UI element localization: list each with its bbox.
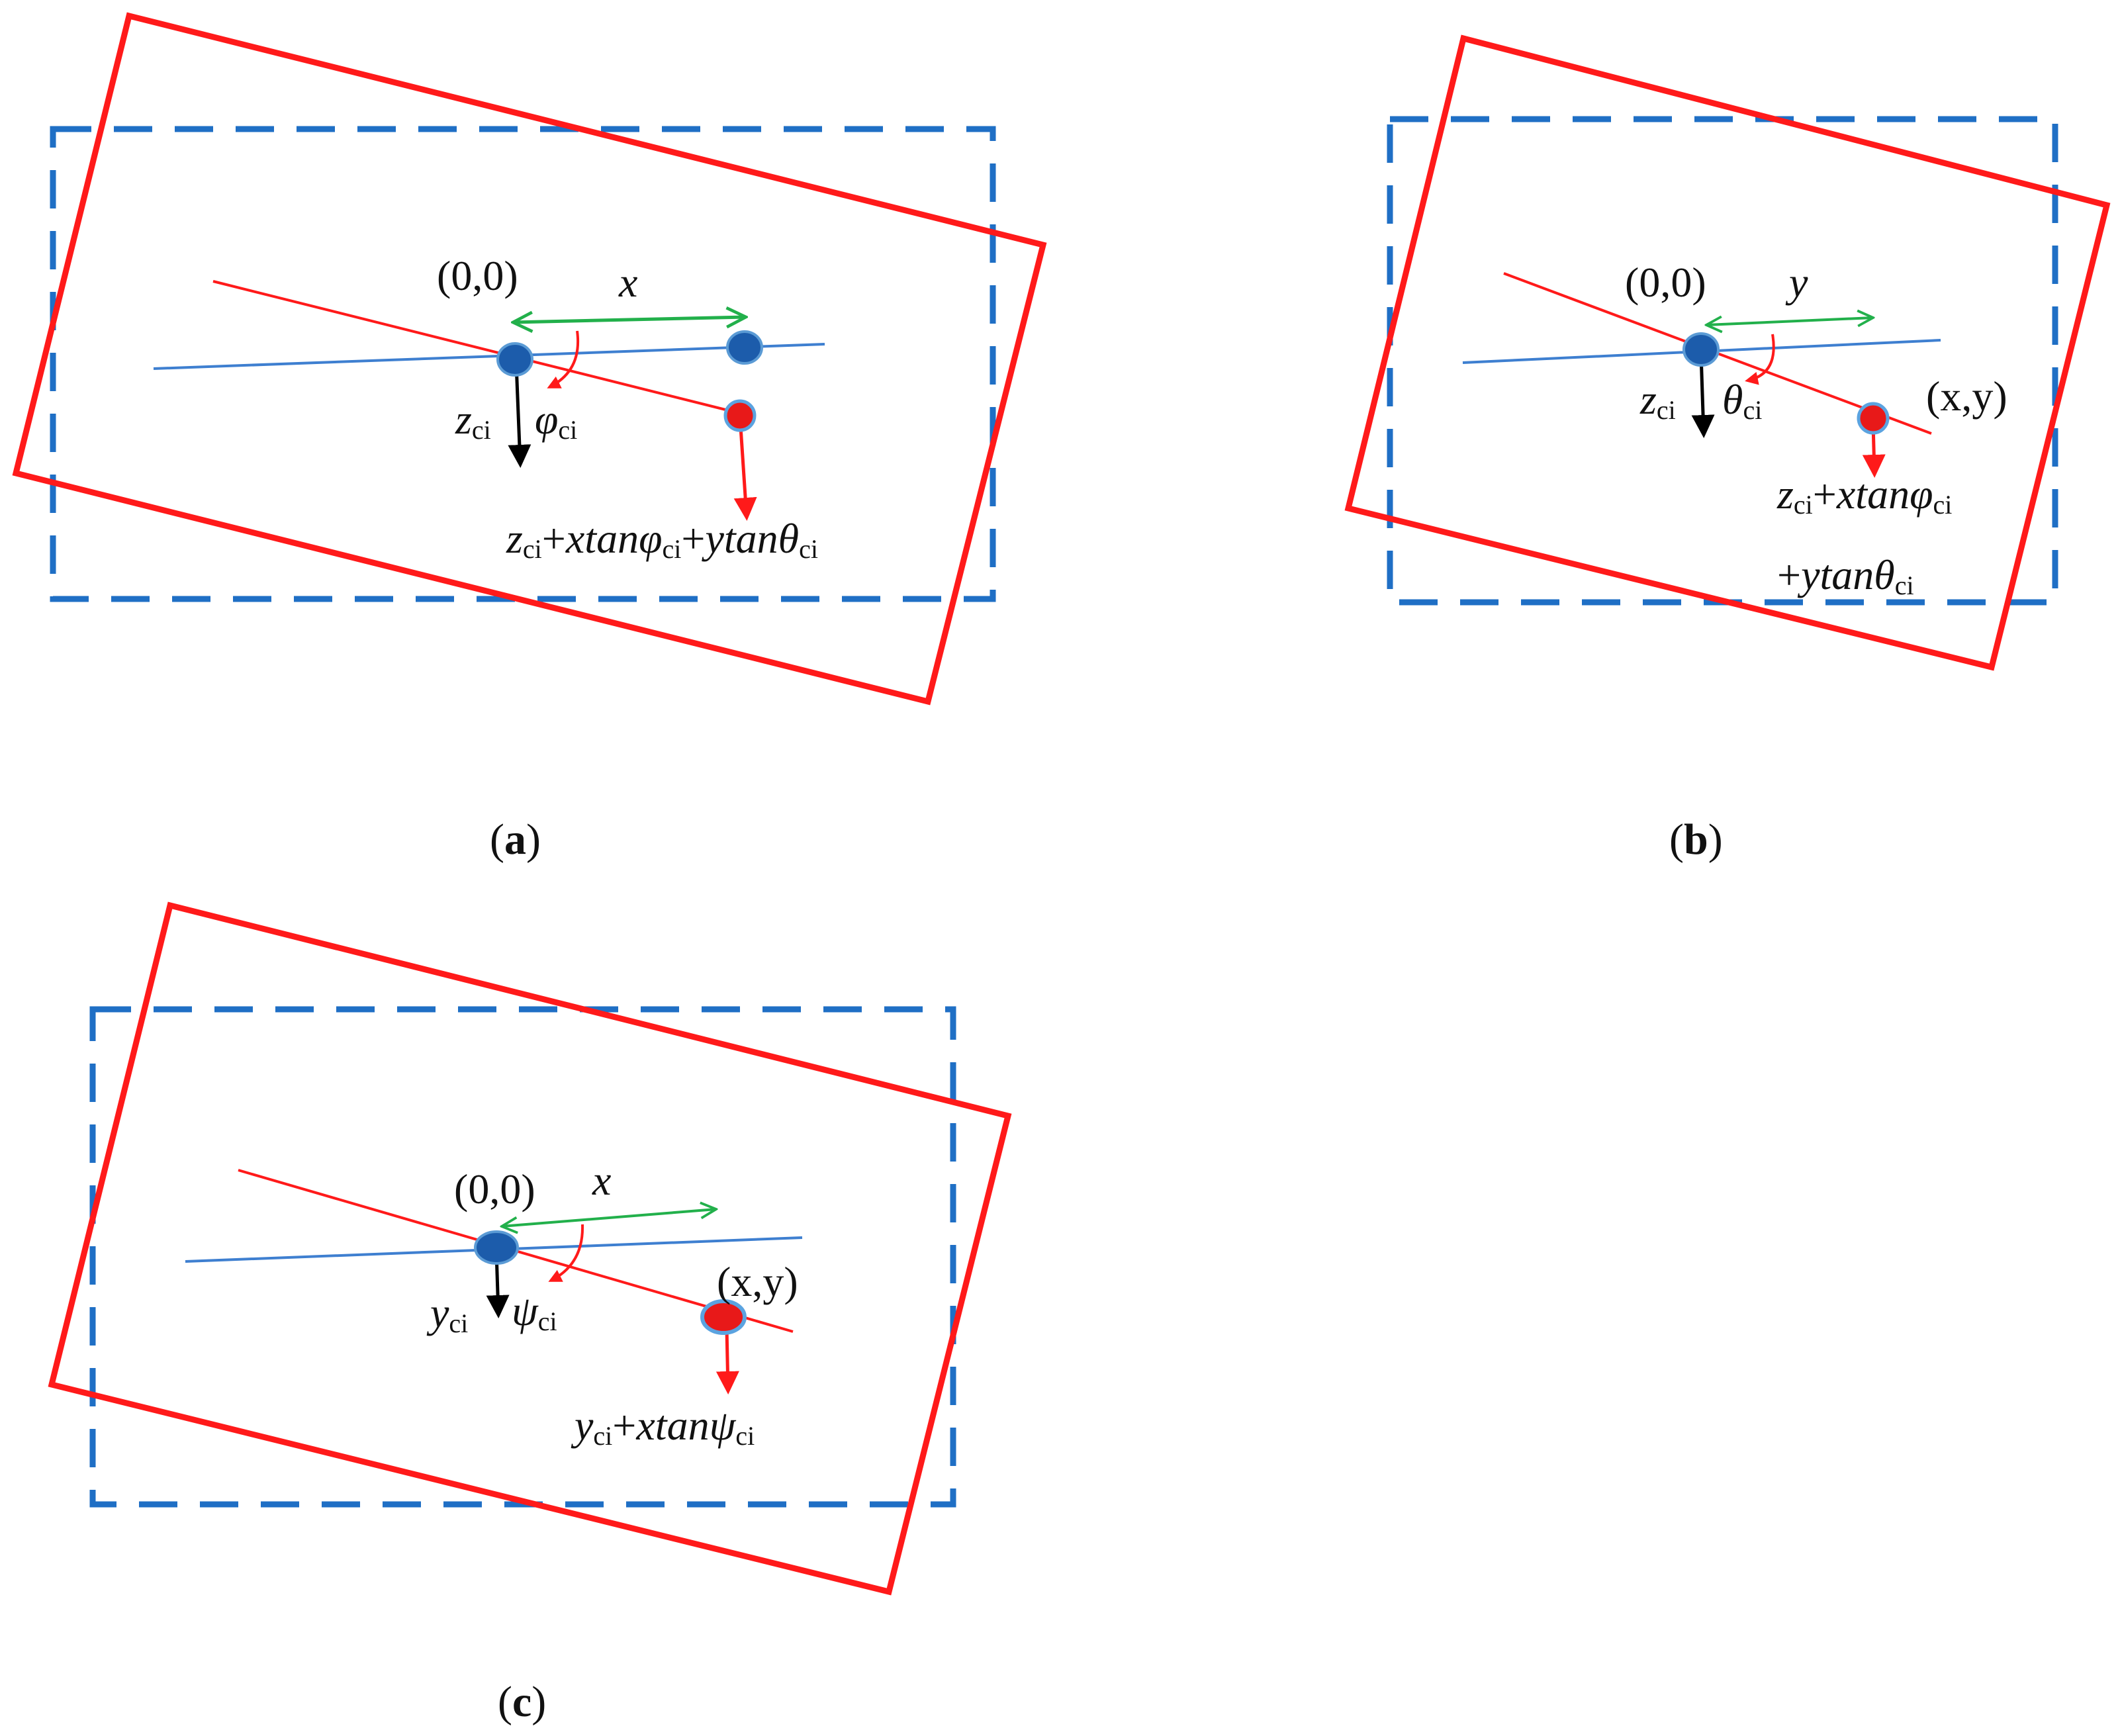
panel-c-rotated-frame bbox=[48, 901, 1012, 1596]
panel-c-origin-label: (0,0) bbox=[454, 1165, 535, 1212]
panel-c-point-label: (x,y) bbox=[717, 1258, 798, 1305]
panel-a-rotated-frame bbox=[12, 12, 1047, 706]
panel-c-caption: (c) bbox=[498, 1678, 546, 1726]
panel-a-angle-label: φci bbox=[535, 396, 577, 445]
panel-b-formula-line2: +ytanθci bbox=[1777, 551, 1914, 600]
panel-a-caption: (a) bbox=[490, 815, 541, 864]
panel-a: (0,0) x zci φci zci+xtanφci+ytanθci (a) bbox=[12, 12, 1047, 864]
panel-c-red-down-arrow bbox=[715, 1328, 739, 1394]
panel-c-x-distance-arrow bbox=[502, 1209, 716, 1226]
panel-b-origin-point bbox=[1682, 332, 1720, 367]
panel-b-y-distance-arrow bbox=[1706, 318, 1873, 325]
panel-a-origin-point bbox=[496, 342, 533, 377]
panel-c-y-label: yci bbox=[426, 1289, 468, 1338]
panel-a-x-label: x bbox=[618, 259, 637, 306]
panel-a-formula: zci+xtanφci+ytanθci bbox=[506, 515, 818, 564]
panel-a-red-point bbox=[723, 399, 757, 432]
panel-b: (0,0) y zci θci (x,y) zci+xtanφci +ytanθ… bbox=[1344, 34, 2111, 864]
panel-a-angle-arrow bbox=[547, 330, 579, 388]
panel-c-angle-label: ψci bbox=[512, 1287, 557, 1336]
panel-a-blue-axis bbox=[153, 343, 825, 370]
panel-a-x-distance-arrow bbox=[513, 317, 746, 322]
panel-b-formula-line1: zci+xtanφci bbox=[1776, 471, 1952, 520]
panel-b-y-label: y bbox=[1785, 259, 1808, 306]
panel-b-origin-label: (0,0) bbox=[1625, 259, 1706, 306]
panel-c-reference-frame bbox=[89, 1006, 956, 1508]
panel-b-z-label: zci bbox=[1639, 376, 1676, 425]
panel-b-caption: (b) bbox=[1669, 815, 1723, 864]
panel-c: (0,0) x yci ψci (x,y) yci+xtanψci (c) bbox=[48, 901, 1012, 1726]
panel-b-angle-arrow bbox=[1745, 334, 1775, 385]
panel-c-origin-point bbox=[474, 1230, 519, 1265]
panel-b-red-point bbox=[1857, 402, 1890, 435]
panel-a-red-axis bbox=[212, 280, 742, 415]
panel-c-x-label: x bbox=[592, 1157, 611, 1204]
panel-a-red-down-arrow bbox=[733, 416, 757, 521]
panel-a-origin-label: (0,0) bbox=[437, 252, 518, 299]
panel-c-red-point bbox=[700, 1299, 747, 1335]
panel-a-reference-frame bbox=[50, 126, 996, 602]
panel-a-z-down-arrow bbox=[508, 363, 531, 468]
panel-b-z-down-arrow bbox=[1691, 353, 1715, 438]
panel-a-z-label: zci bbox=[455, 396, 491, 445]
panel-b-point-label: (x,y) bbox=[1926, 373, 2007, 420]
panel-a-blue-point bbox=[726, 330, 763, 365]
panel-b-rotated-frame bbox=[1344, 34, 2111, 671]
panel-c-angle-arrow bbox=[548, 1224, 584, 1282]
panel-b-angle-label: θci bbox=[1722, 376, 1762, 425]
panel-c-formula: yci+xtanψci bbox=[571, 1402, 755, 1451]
